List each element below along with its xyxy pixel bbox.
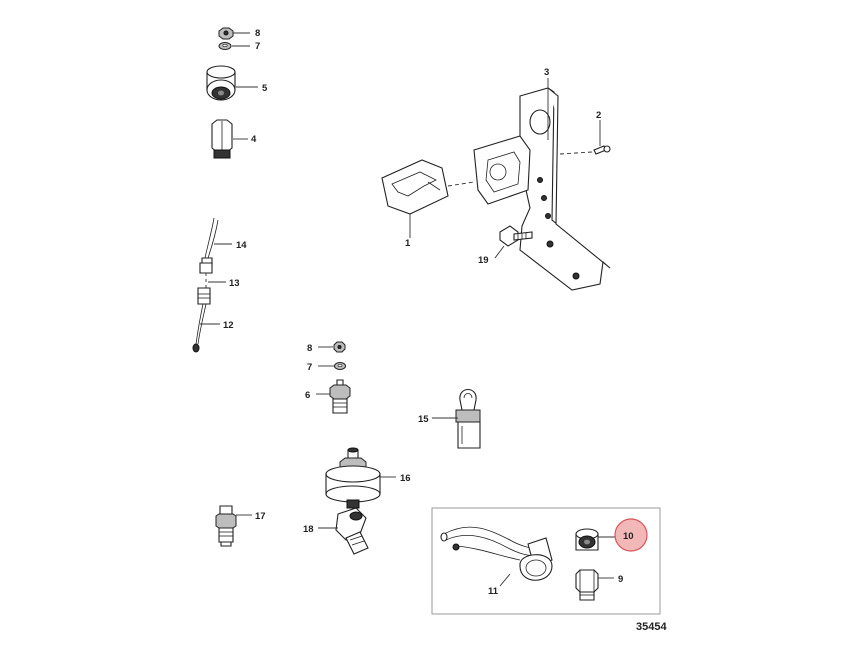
callout-15: 15 — [418, 414, 429, 425]
part-16-knock-sensor: 16 — [325, 447, 411, 509]
part-1-clip: 1 — [381, 159, 475, 249]
callout-13: 13 — [229, 278, 240, 289]
part-7-washer-middle: 7 — [307, 362, 346, 373]
callout-10: 10 — [623, 531, 634, 542]
part-2-screw: 2 — [559, 110, 611, 155]
callout-4: 4 — [251, 134, 257, 145]
part-1-plate — [473, 135, 531, 205]
part-14-harness-lead: 14 — [201, 217, 247, 265]
callout-9: 9 — [618, 574, 623, 585]
part-9-hex-fitting: 9 — [575, 569, 623, 601]
callout-19: 19 — [478, 255, 489, 266]
callout-17: 17 — [255, 511, 266, 522]
callout-8-middle: 8 — [307, 343, 312, 354]
part-7-washer-top: 7 — [218, 41, 260, 52]
callout-18: 18 — [303, 524, 314, 535]
highlight-circle-10 — [614, 518, 648, 552]
part-12-terminal-lead: 12 — [192, 287, 234, 353]
figure-number: 35454 — [636, 621, 667, 633]
part-3-bracket: 3 — [519, 67, 611, 291]
callout-12: 12 — [223, 320, 234, 331]
callout-14: 14 — [236, 240, 247, 251]
callout-16: 16 — [400, 473, 411, 484]
part-6-sender: 6 — [305, 379, 351, 414]
part-15-connector-boot: 15 — [418, 388, 481, 449]
part-5-sensor: 5 — [206, 65, 268, 101]
part-8-nut-top: 8 — [218, 27, 260, 40]
callout-1: 1 — [405, 238, 411, 249]
part-11-wire-harness: 11 — [440, 526, 553, 597]
callout-3: 3 — [544, 67, 549, 78]
part-13-connector: 13 — [199, 262, 240, 289]
callout-6: 6 — [305, 390, 310, 401]
part-4-sleeve: 4 — [211, 119, 257, 159]
callout-8-top: 8 — [255, 28, 260, 39]
part-18-elbow-adapter: 18 — [303, 507, 369, 555]
part-17-fitting: 17 — [215, 505, 266, 547]
callout-7-top: 7 — [255, 41, 260, 52]
callout-2: 2 — [596, 110, 601, 121]
part-8-nut-middle: 8 — [307, 341, 346, 354]
part-19-bolt: 19 — [478, 225, 533, 266]
callout-5: 5 — [262, 83, 268, 94]
detail-inset-box — [431, 507, 661, 615]
part-10-sender: 10 — [575, 518, 648, 552]
callout-7-middle: 7 — [307, 362, 312, 373]
callout-11: 11 — [488, 586, 499, 597]
